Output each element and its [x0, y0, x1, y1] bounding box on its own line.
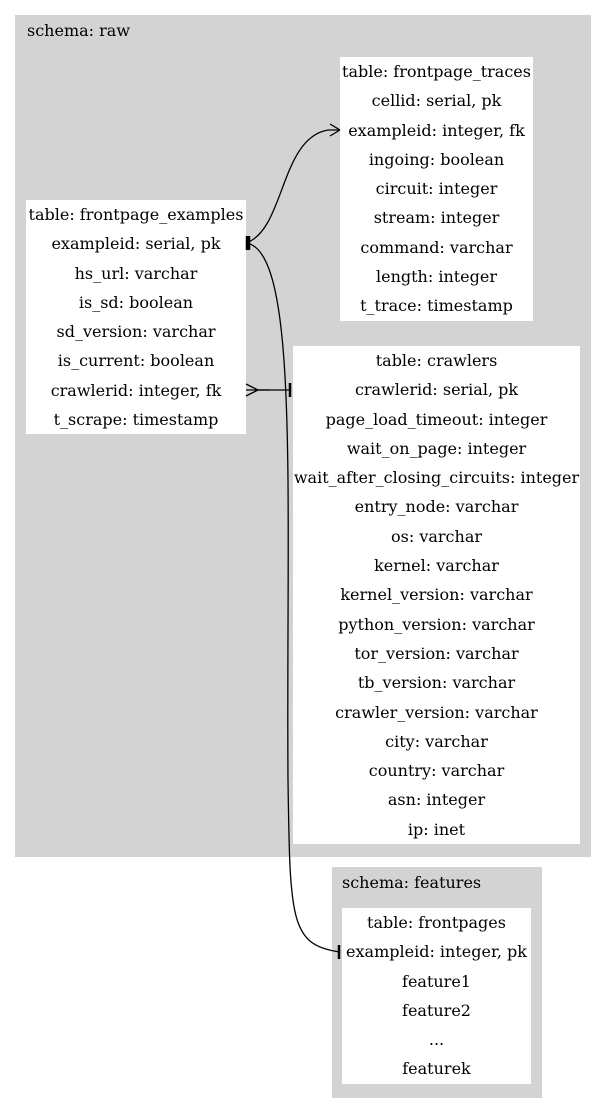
- table-field: asn: integer: [387, 790, 486, 810]
- table-field: kernel: varchar: [374, 556, 499, 576]
- table-field: t_trace: timestamp: [360, 296, 513, 316]
- table-field: circuit: integer: [375, 179, 498, 199]
- table-field: entry_node: varchar: [354, 497, 519, 517]
- table-field: crawlerid: serial, pk: [354, 380, 519, 400]
- table-header: table: frontpages: [367, 913, 506, 932]
- table-field: os: varchar: [391, 526, 482, 546]
- table-field: page_load_timeout: integer: [325, 409, 548, 429]
- table-header: table: frontpage_examples: [28, 205, 244, 224]
- table-field: country: varchar: [368, 761, 505, 781]
- table-field: command: varchar: [360, 237, 513, 257]
- table-frontpage-examples[interactable]: table: frontpage_examples exampleid: seri…: [26, 200, 246, 435]
- table-field: ingoing: boolean: [368, 149, 505, 169]
- schema-raw-label: schema: raw: [27, 21, 131, 40]
- table-field: featurek: [402, 1059, 471, 1079]
- table-field: tor_version: varchar: [354, 643, 519, 663]
- table-field: python_version: varchar: [338, 614, 535, 634]
- table-header: table: frontpage_traces: [342, 62, 531, 81]
- schema-features-label: schema: features: [342, 873, 482, 892]
- table-frontpage-traces[interactable]: table: frontpage_traces cellid: serial, p…: [340, 57, 533, 321]
- table-field: crawlerid: integer, fk: [50, 380, 222, 400]
- table-field: tb_version: varchar: [357, 673, 516, 693]
- table-field: is_current: boolean: [57, 351, 215, 371]
- table-header: table: crawlers: [375, 351, 498, 370]
- table-field: length: integer: [375, 267, 498, 287]
- table-field: exampleid: integer, fk: [348, 120, 525, 140]
- table-field: t_scrape: timestamp: [53, 410, 219, 430]
- table-field: wait_on_page: integer: [346, 438, 527, 458]
- table-field: feature2: [402, 1000, 471, 1020]
- table-field: is_sd: boolean: [78, 292, 194, 312]
- table-field: exampleid: integer, pk: [346, 942, 527, 962]
- table-field: hs_url: varchar: [74, 263, 198, 283]
- table-field: stream: integer: [373, 208, 500, 228]
- table-field: ip: inet: [407, 819, 466, 839]
- table-field: sd_version: varchar: [56, 322, 216, 342]
- table-field: feature1: [402, 971, 471, 991]
- table-crawlers[interactable]: table: crawlers crawlerid: serial, pk page…: [293, 346, 580, 845]
- table-field: city: varchar: [385, 731, 488, 751]
- table-field: cellid: serial, pk: [371, 91, 502, 111]
- table-field: kernel_version: varchar: [340, 585, 533, 605]
- table-field: ...: [428, 1030, 445, 1050]
- table-field: wait_after_closing_circuits: integer: [293, 468, 580, 488]
- table-field: exampleid: serial, pk: [51, 234, 221, 254]
- table-field: crawler_version: varchar: [335, 702, 538, 722]
- table-frontpages[interactable]: table: frontpages exampleid: integer, pk f…: [342, 908, 531, 1084]
